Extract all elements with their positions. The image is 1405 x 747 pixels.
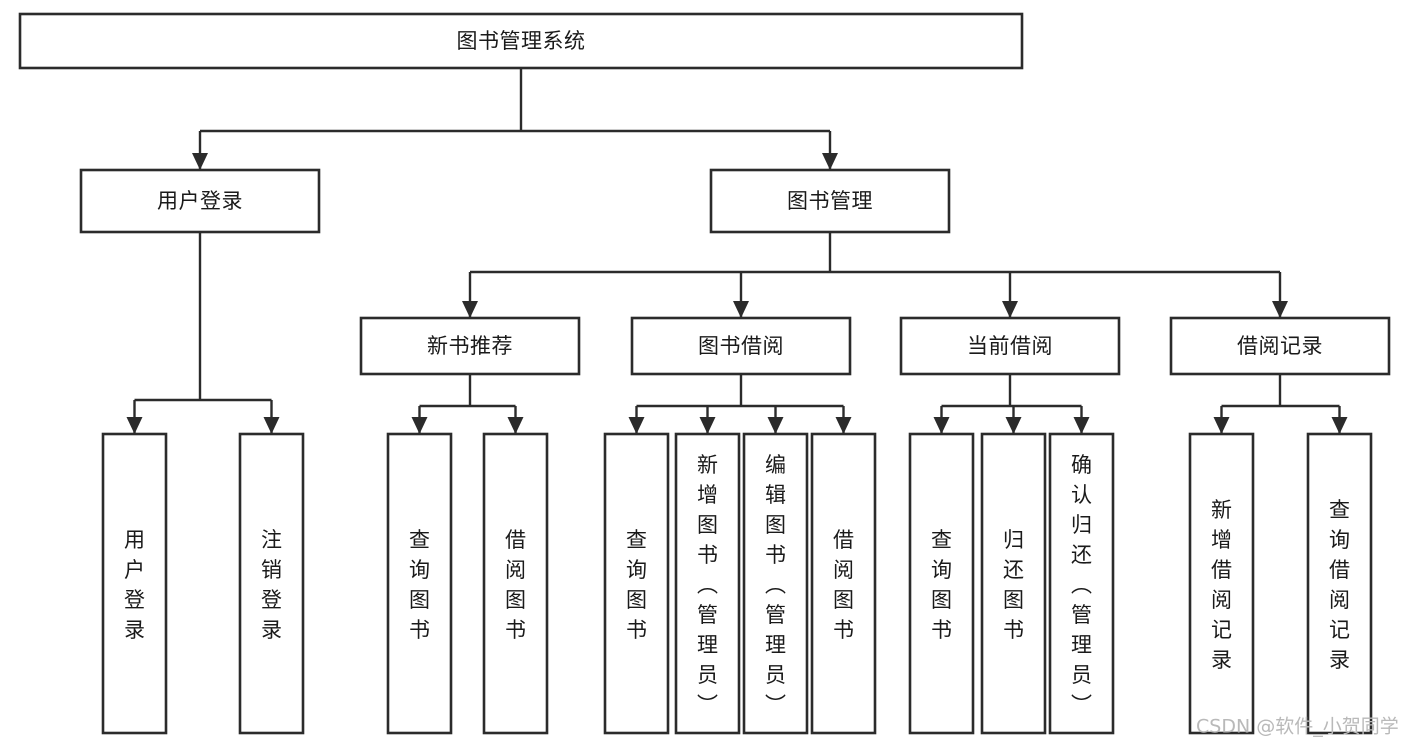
arrow-head-icon — [822, 153, 838, 170]
node-leaf-return-book[interactable]: 归还图书 — [980, 432, 1047, 735]
arrow-head-icon — [1272, 301, 1288, 318]
node-box — [482, 432, 549, 735]
node-book-borrow[interactable]: 图书借阅 — [630, 316, 852, 376]
node-label: 查询借阅记录 — [1329, 498, 1350, 672]
node-label: 新书推荐 — [427, 334, 513, 358]
node-label: 借阅记录 — [1237, 334, 1323, 358]
arrow-head-icon — [126, 417, 143, 434]
node-leaf-edit-book[interactable]: 编辑图书︵管理员︶ — [742, 432, 809, 735]
node-leaf-borrow-book-2[interactable]: 借阅图书 — [810, 432, 877, 735]
arrow-head-icon — [1073, 417, 1090, 434]
node-label: 图书管理 — [787, 189, 873, 213]
node-box — [603, 432, 670, 735]
connector-group-book-manage — [462, 232, 1288, 318]
node-box — [79, 168, 321, 234]
node-label: 查询图书 — [409, 528, 430, 642]
node-box — [1048, 432, 1115, 735]
node-leaf-borrow-book-1[interactable]: 借阅图书 — [482, 432, 549, 735]
node-user-login[interactable]: 用户登录 — [79, 168, 321, 234]
node-label: 用户登录 — [157, 189, 243, 213]
node-box — [1169, 316, 1391, 376]
node-box — [359, 316, 581, 376]
arrow-head-icon — [507, 417, 524, 434]
connector-group-book-borrow — [628, 374, 852, 434]
connector-group-user-login — [126, 232, 280, 434]
node-leaf-query-book-2[interactable]: 查询图书 — [603, 432, 670, 735]
connector-group-borrow-record — [1213, 374, 1348, 434]
node-label: 图书借阅 — [698, 334, 784, 358]
node-label: 借阅图书 — [505, 528, 526, 642]
node-label: 注销登录 — [261, 528, 282, 642]
node-box — [810, 432, 877, 735]
arrow-head-icon — [835, 417, 852, 434]
node-box — [238, 432, 305, 735]
arrow-head-icon — [1002, 301, 1018, 318]
node-label: 新增借阅记录 — [1211, 498, 1232, 672]
node-leaf-add-book[interactable]: 新增图书︵管理员︶ — [674, 432, 741, 735]
node-leaf-user-login[interactable]: 用户登录 — [101, 432, 168, 735]
node-box — [980, 432, 1047, 735]
node-leaf-query-record[interactable]: 查询借阅记录 — [1306, 432, 1373, 735]
csdn-watermark: CSDN @软件_小贺同学 — [1196, 716, 1399, 738]
node-box — [630, 316, 852, 376]
node-root[interactable]: 图书管理系统 — [18, 12, 1024, 70]
node-box — [674, 432, 741, 735]
node-new-book-rec[interactable]: 新书推荐 — [359, 316, 581, 376]
arrow-head-icon — [1331, 417, 1348, 434]
node-book-manage[interactable]: 图书管理 — [709, 168, 951, 234]
node-box — [18, 12, 1024, 70]
connector-group-current-borrow — [933, 374, 1090, 434]
connector-group-root — [192, 68, 838, 170]
node-box — [1306, 432, 1373, 735]
connector-layer — [126, 68, 1348, 434]
arrow-head-icon — [699, 417, 716, 434]
arrow-head-icon — [733, 301, 749, 318]
node-label: 图书管理系统 — [457, 29, 586, 53]
arrow-head-icon — [933, 417, 950, 434]
node-label: 当前借阅 — [967, 334, 1053, 358]
arrow-head-icon — [1213, 417, 1230, 434]
node-box — [908, 432, 975, 735]
node-box — [899, 316, 1121, 376]
node-borrow-record[interactable]: 借阅记录 — [1169, 316, 1391, 376]
node-label: 借阅图书 — [833, 528, 854, 642]
node-leaf-confirm-return[interactable]: 确认归还︵管理员︶ — [1048, 432, 1115, 735]
node-label: 新增图书︵管理员︶ — [697, 453, 718, 717]
arrow-head-icon — [192, 153, 208, 170]
node-box — [386, 432, 453, 735]
arrow-head-icon — [628, 417, 645, 434]
node-current-borrow[interactable]: 当前借阅 — [899, 316, 1121, 376]
arrow-head-icon — [263, 417, 280, 434]
node-label: 查询图书 — [626, 528, 647, 642]
node-leaf-query-book-1[interactable]: 查询图书 — [386, 432, 453, 735]
node-label: 用户登录 — [124, 528, 145, 642]
node-box — [1188, 432, 1255, 735]
node-box — [742, 432, 809, 735]
node-label: 编辑图书︵管理员︶ — [765, 453, 786, 717]
node-leaf-query-book-3[interactable]: 查询图书 — [908, 432, 975, 735]
arrow-head-icon — [1005, 417, 1022, 434]
node-layer: 图书管理系统用户登录图书管理新书推荐图书借阅当前借阅借阅记录用户登录注销登录查询… — [18, 12, 1391, 735]
node-leaf-add-record[interactable]: 新增借阅记录 — [1188, 432, 1255, 735]
arrow-head-icon — [462, 301, 478, 318]
node-leaf-user-logout[interactable]: 注销登录 — [238, 432, 305, 735]
node-label: 查询图书 — [931, 528, 952, 642]
arrow-head-icon — [767, 417, 784, 434]
node-box — [101, 432, 168, 735]
node-label: 归还图书 — [1003, 528, 1024, 642]
node-label: 确认归还︵管理员︶ — [1071, 453, 1092, 717]
node-box — [709, 168, 951, 234]
connector-group-new-book-rec — [411, 374, 524, 434]
arrow-head-icon — [411, 417, 428, 434]
